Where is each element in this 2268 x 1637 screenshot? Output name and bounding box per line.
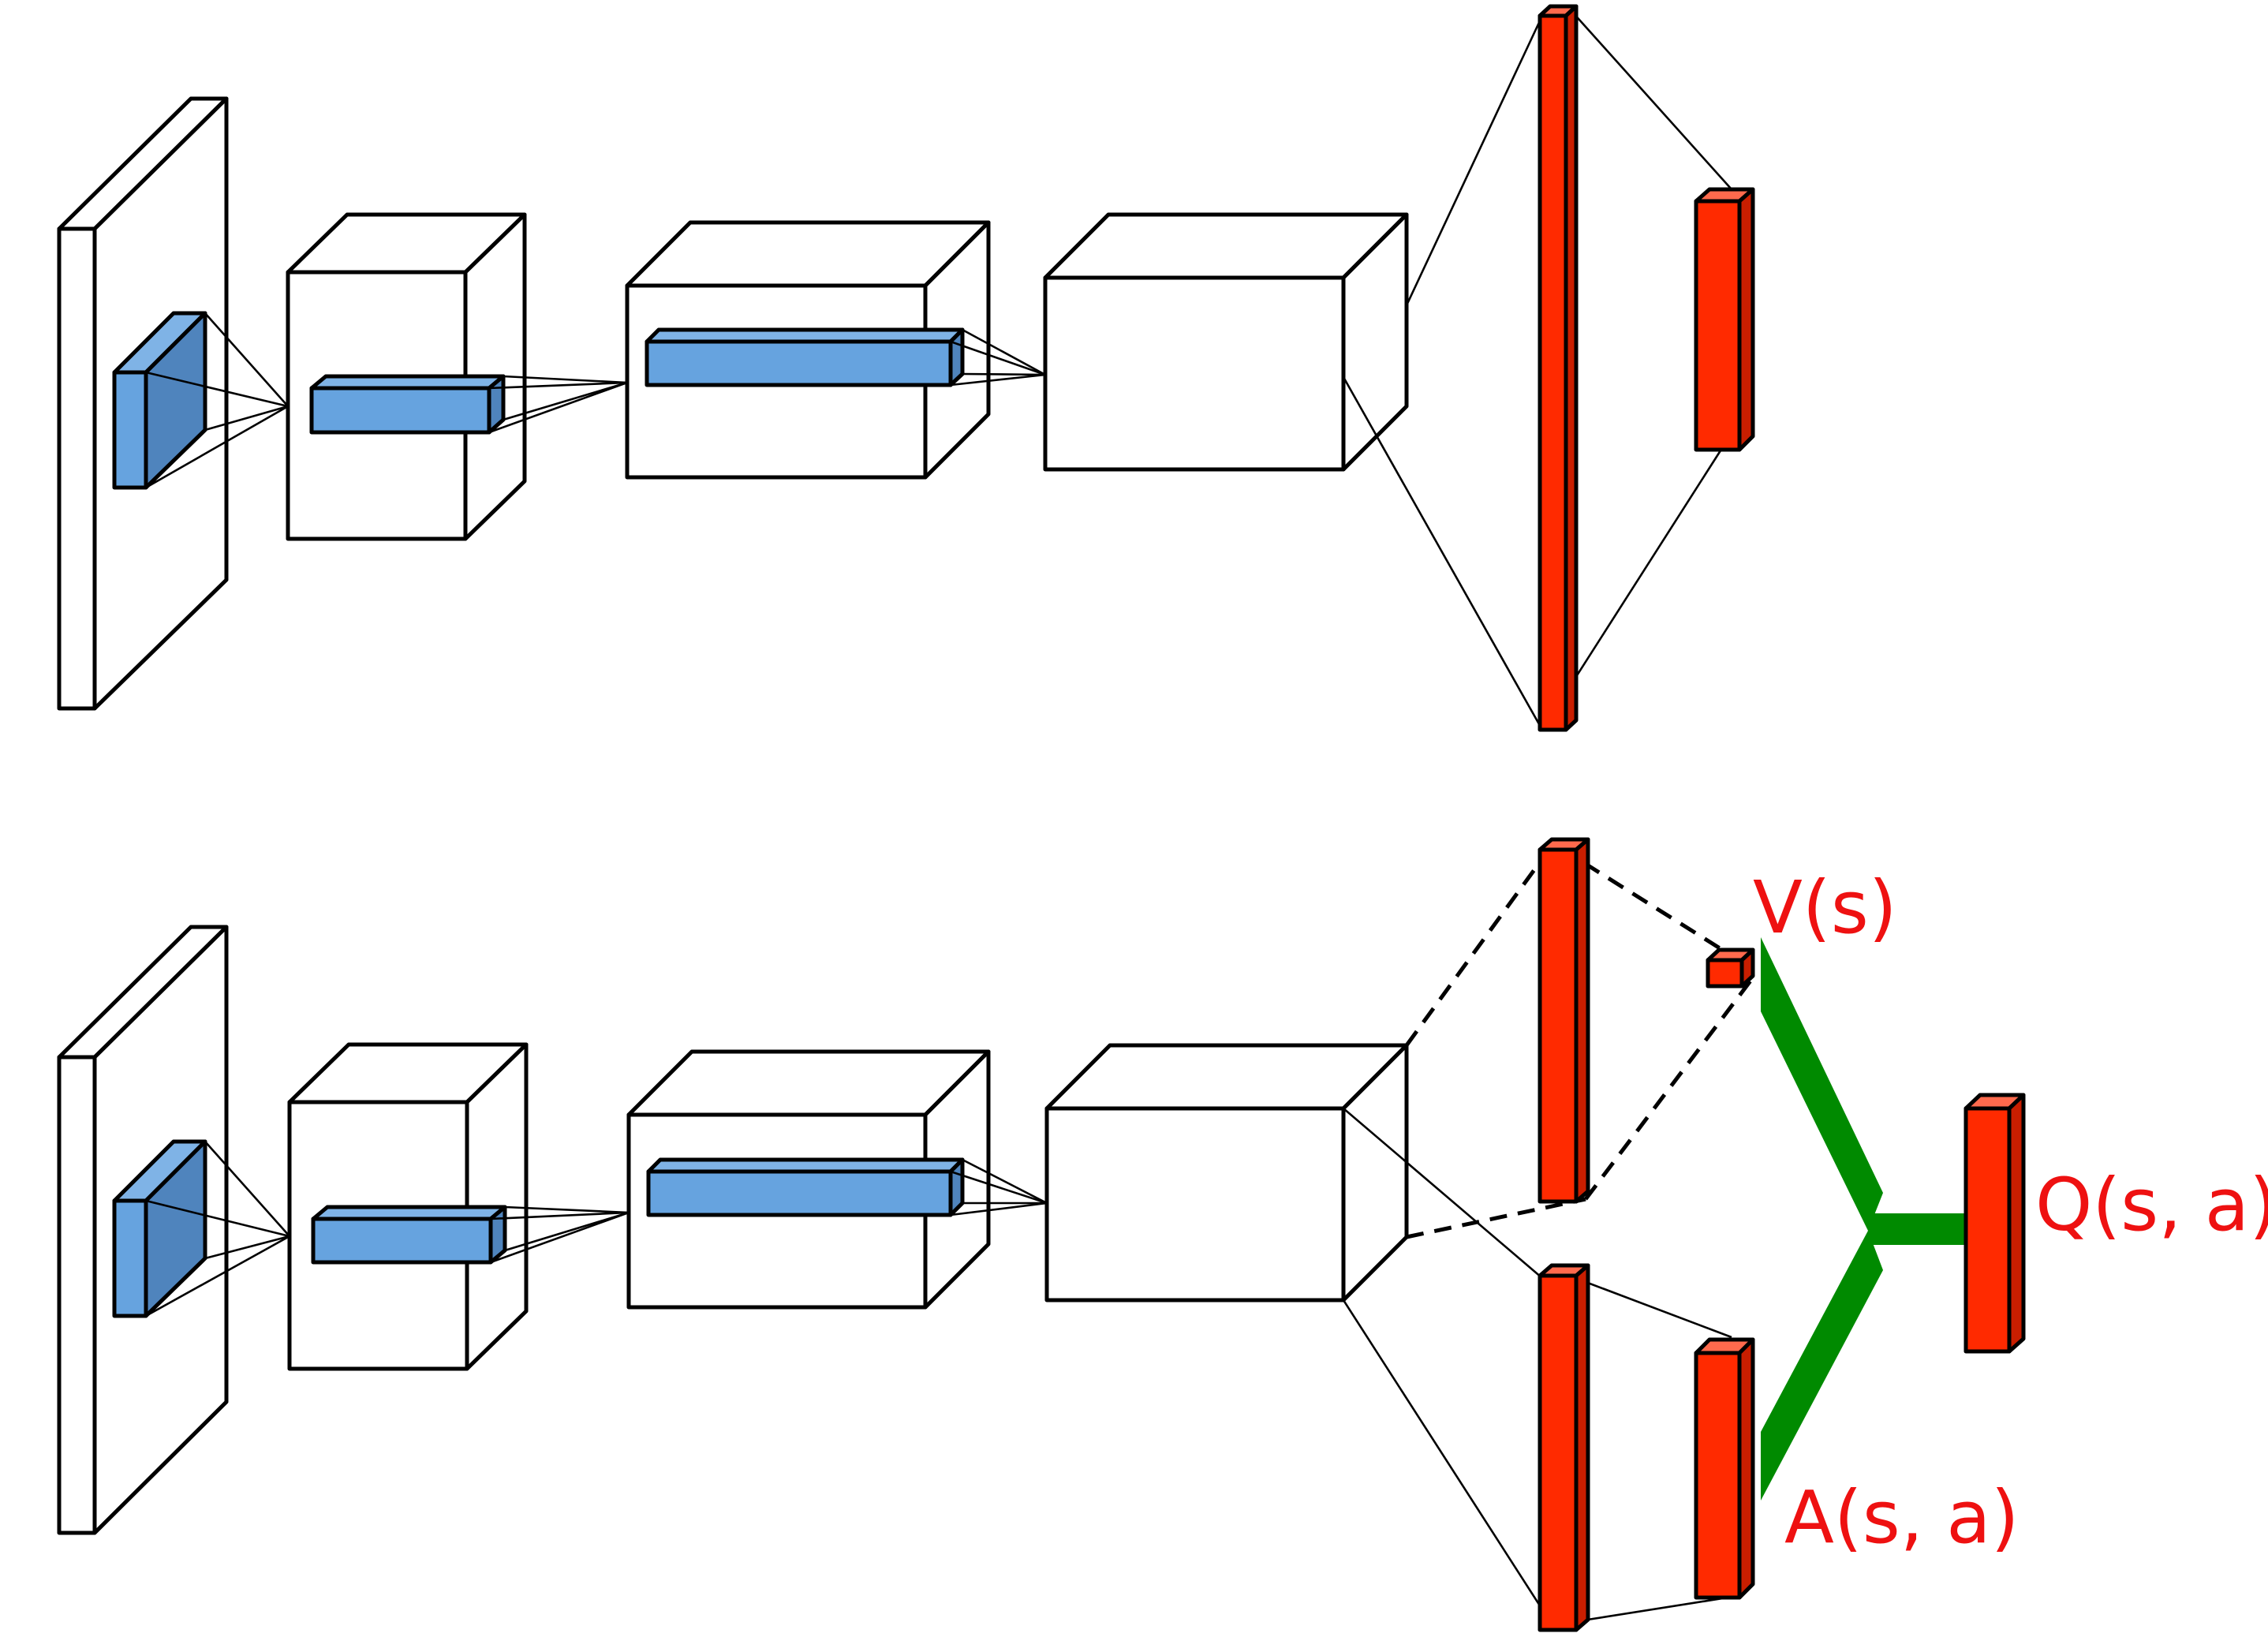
filter3-projection-lines-dueling xyxy=(950,1158,1048,1217)
conv2-filter xyxy=(645,327,965,387)
advantage-stream-lines xyxy=(1342,1108,1732,1623)
advantage-hidden-layer xyxy=(1538,1263,1590,1632)
value-hidden-layer xyxy=(1538,837,1590,1204)
filter2-projection-lines-dueling xyxy=(490,1205,630,1264)
conv3-volume xyxy=(1043,212,1409,472)
advantage-output-layer xyxy=(1694,1337,1755,1600)
filter3-projection-lines xyxy=(950,328,1046,387)
dueling-dqn-network xyxy=(57,837,2026,1632)
input-filter xyxy=(112,311,207,490)
fc-hidden-layer xyxy=(1538,4,1579,732)
q-output-layer-dueling xyxy=(1963,1093,2026,1354)
advantage-label: A(s, a) xyxy=(1784,1475,2020,1560)
filter1-projection-lines xyxy=(145,312,289,489)
conv1-filter-dueling xyxy=(311,1205,507,1265)
q-label: Q(s, a) xyxy=(2035,1163,2268,1247)
value-label: V(s) xyxy=(1753,865,1897,950)
conv3-volume-dueling xyxy=(1044,1043,1409,1302)
conv2-filter-dueling xyxy=(646,1157,965,1217)
filter2-projection-lines xyxy=(488,375,628,434)
input-filter-dueling xyxy=(112,1139,207,1318)
value-output-unit xyxy=(1706,947,1755,989)
standard-dqn-network xyxy=(57,4,1755,732)
q-output-layer xyxy=(1694,187,1755,452)
filter1-projection-lines-dueling xyxy=(145,1141,290,1317)
conv1-filter xyxy=(309,374,506,435)
aggregation-merge-connector xyxy=(1761,937,1968,1501)
